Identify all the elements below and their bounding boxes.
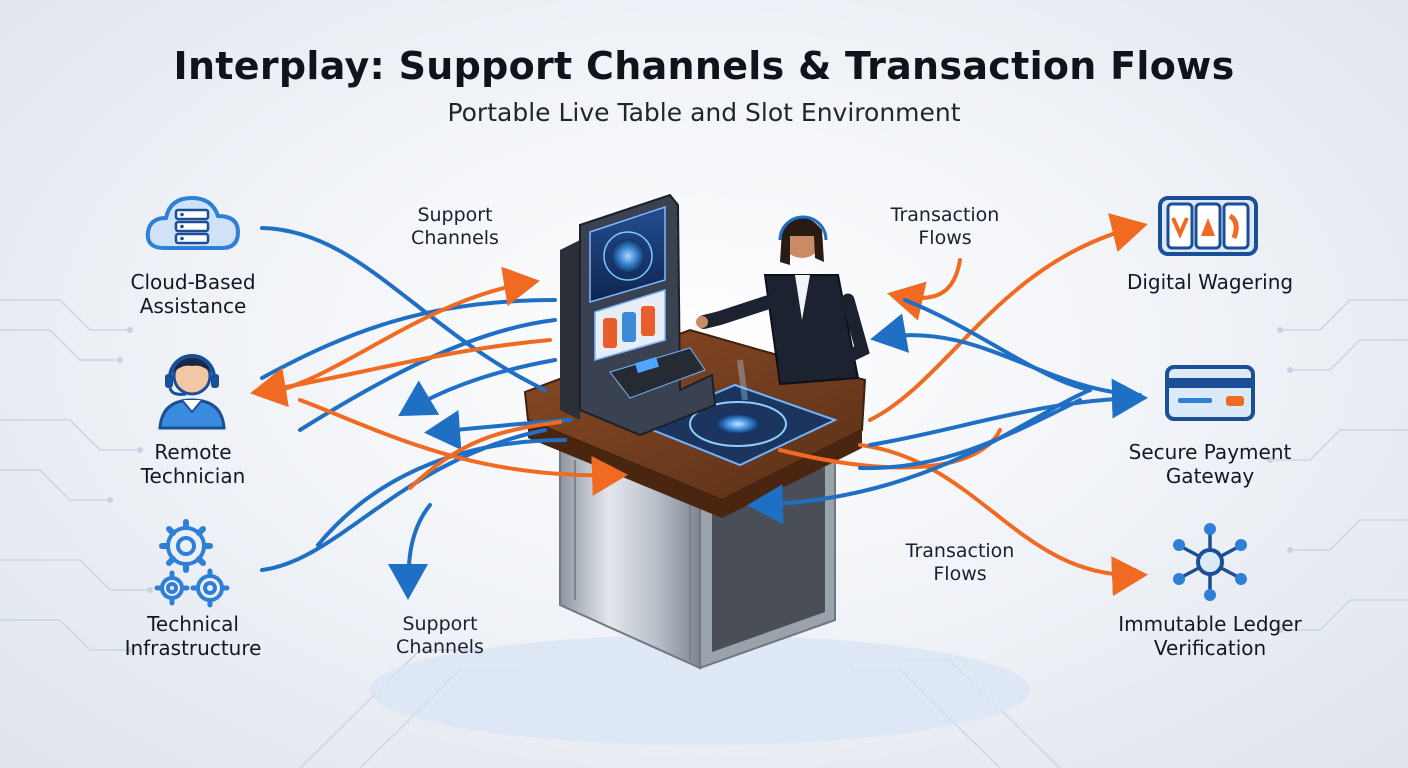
transaction-flow-1 [260,266,540,397]
transaction-flow-8 [858,443,1148,597]
transaction-flow-4 [408,420,562,490]
flow-label-support-top: Support Channels [411,204,499,249]
flow-arrows [250,213,1148,600]
node-label-remote-technician: Remote Technician [140,440,246,488]
support-flow-4 [316,438,567,547]
support-flow-3 [260,428,547,572]
gears-icon [154,519,230,608]
support-flow-6 [424,410,572,450]
flow-label-transaction-top: Transaction Flows [890,204,1000,249]
support-flow-5 [398,358,557,417]
diagram-title: Interplay: Support Channels & Transactio… [173,44,1235,88]
return-flow-4 [903,298,1092,392]
support-flow-1 [260,226,547,392]
transaction-flow-2 [250,338,552,408]
slot-reels-icon [1158,196,1258,256]
node-label-cloud-assistance: Cloud-Based Assistance [130,270,256,318]
node-label-immutable-ledger: Immutable Ledger Verification [1118,612,1302,660]
transaction-flow-6 [868,213,1148,422]
support-flow-7 [388,503,432,600]
cloud-server-icon [145,195,241,250]
central-kiosk [523,193,870,670]
node-label-digital-wagering: Digital Wagering [1126,270,1294,294]
flow-label-transaction-bottom: Transaction Flows [905,540,1015,585]
node-label-technical-infrastructure: Technical Infrastructure [124,612,262,660]
network-node-icon [1173,523,1247,601]
return-flow-1 [870,313,1142,397]
circuit-dots [107,327,1293,653]
flow-label-support-bottom: Support Channels [396,613,484,658]
transaction-flow-5 [887,258,962,321]
return-flow-5 [858,398,1082,471]
credit-card-icon [1165,365,1255,421]
floor-glow [370,635,1030,745]
diagram-subtitle: Portable Live Table and Slot Environment [447,98,961,127]
headset-technician-icon [158,354,226,430]
transaction-flow-3 [298,398,628,496]
return-flow-3 [868,378,1148,447]
node-label-secure-payment-gateway: Secure Payment Gateway [1128,440,1292,488]
